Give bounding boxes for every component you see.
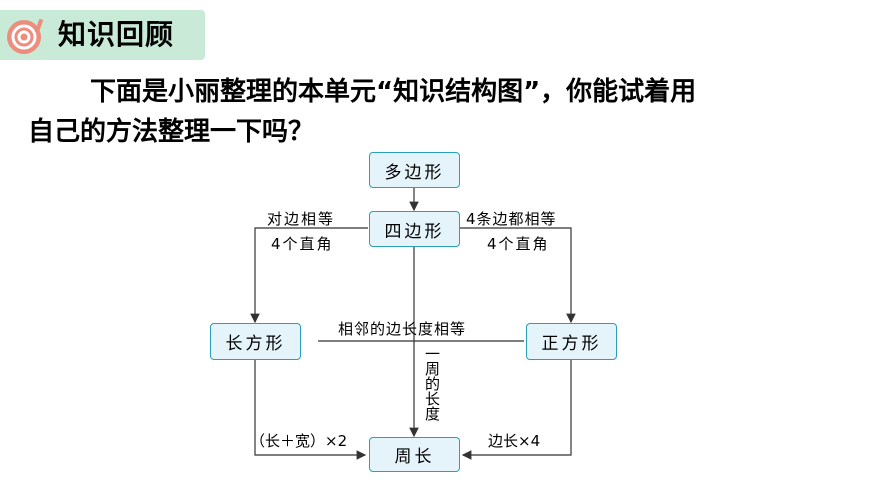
section-title: 知识回顾 [58, 18, 175, 51]
label-opposite-sides-equal: 对边相等 [267, 210, 336, 228]
arrow-rect-to-perimeter [254, 360, 367, 460]
label-square-formula: 边长×4 [488, 432, 541, 450]
node-rectangle: 长方形 [210, 323, 301, 360]
label-right-four-right-angles: 4个直角 [487, 235, 550, 253]
label-left-four-right-angles: 4个直角 [271, 235, 334, 253]
node-quadrilateral: 四边形 [369, 211, 460, 247]
intro-line-2: 自己的方法整理一下吗？ [28, 117, 315, 147]
label-four-sides-equal: 4条边都相等 [466, 210, 557, 228]
arrow-quad-to-square [459, 227, 576, 324]
node-square: 正方形 [526, 323, 617, 360]
spiral-snail-icon [7, 18, 44, 54]
node-perimeter: 周长 [369, 437, 460, 472]
intro-line-1: 下面是小丽整理的本单元“知识结构图”，你能试着用 [90, 77, 697, 107]
arrow-quad-to-rect [250, 227, 368, 324]
label-perimeter-definition: 一周的长度 [423, 346, 441, 421]
node-polygon: 多边形 [369, 152, 460, 188]
label-rectangle-formula: （长＋宽）×2 [250, 432, 348, 450]
intro-paragraph: 下面是小丽整理的本单元“知识结构图”，你能试着用 自己的方法整理一下吗？ [28, 72, 848, 152]
label-adjacent-sides-equal: 相邻的边长度相等 [338, 320, 467, 338]
arrow-square-to-perimeter [461, 360, 572, 460]
